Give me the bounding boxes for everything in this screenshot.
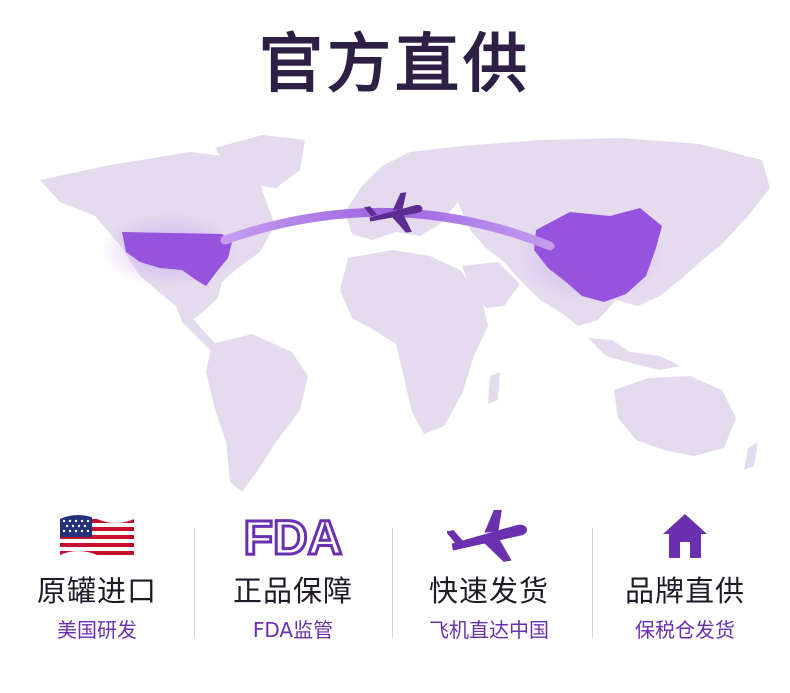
greenland bbox=[215, 135, 305, 188]
feature-title: 原罐进口 bbox=[36, 574, 157, 608]
feature-title: 正品保障 bbox=[232, 574, 353, 608]
feature-list: 原罐进口 美国研发 FDA 正品保障 FDA监管 快速发货 飞机直达中国 bbox=[0, 508, 790, 688]
us-flag-icon bbox=[60, 515, 134, 559]
continents bbox=[40, 135, 770, 492]
feature-title: 品牌直供 bbox=[624, 574, 745, 608]
usa-highlight bbox=[122, 232, 232, 286]
home-icon bbox=[663, 514, 707, 558]
feature-subtitle: FDA监管 bbox=[252, 618, 334, 642]
world-map bbox=[40, 135, 770, 492]
airplane-icon bbox=[447, 510, 528, 562]
new-zealand bbox=[744, 442, 758, 470]
feature-brand-direct: 品牌直供 保税仓发货 bbox=[590, 508, 780, 644]
svg-text:FDA: FDA bbox=[244, 512, 343, 560]
central-america bbox=[176, 306, 220, 352]
feature-subtitle: 美国研发 bbox=[57, 618, 137, 642]
map-airplane-icon bbox=[364, 192, 423, 233]
south-america bbox=[206, 334, 308, 492]
feature-authentic: FDA 正品保障 FDA监管 bbox=[198, 508, 388, 644]
feature-title: 快速发货 bbox=[428, 574, 549, 608]
page-title: 官方直供 bbox=[259, 28, 531, 102]
china-highlight bbox=[534, 208, 662, 302]
madagascar bbox=[488, 372, 500, 404]
japan bbox=[686, 220, 704, 256]
indonesia bbox=[588, 338, 680, 370]
arabian-peninsula bbox=[462, 262, 520, 308]
feature-fast-shipping: 快速发货 飞机直达中国 bbox=[394, 508, 584, 644]
feature-subtitle: 飞机直达中国 bbox=[429, 618, 549, 642]
feature-subtitle: 保税仓发货 bbox=[635, 618, 735, 642]
feature-imported: 原罐进口 美国研发 bbox=[2, 508, 192, 644]
fda-logo-icon: FDA bbox=[242, 512, 344, 560]
africa bbox=[340, 250, 488, 434]
divider bbox=[592, 528, 593, 638]
australia bbox=[614, 376, 736, 456]
divider bbox=[392, 528, 393, 638]
divider bbox=[194, 528, 195, 638]
